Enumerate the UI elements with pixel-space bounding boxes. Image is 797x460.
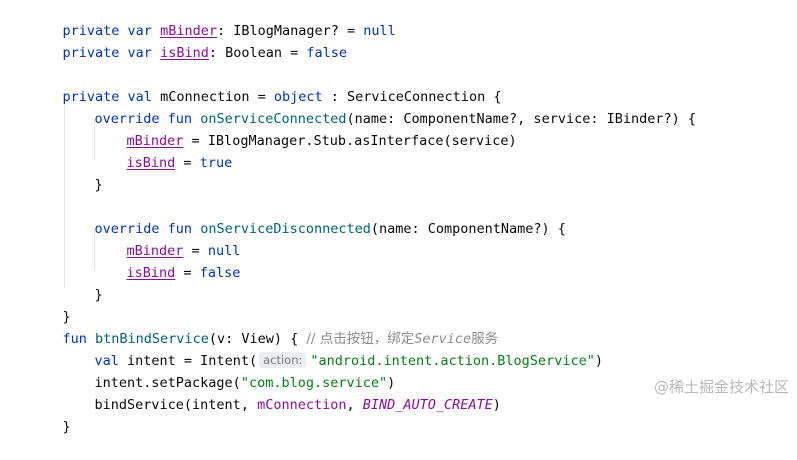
function-name: onServiceDisconnected	[200, 221, 371, 237]
property-name: mBinder	[126, 133, 184, 149]
code-line-14[interactable]: }	[30, 284, 71, 325]
function-name: btnBindService	[95, 331, 209, 347]
keyword: null	[363, 23, 396, 39]
code-text: (name: ComponentName?, service: IBinder?…	[346, 111, 697, 127]
code-line-12[interactable]: isBind = false	[94, 240, 241, 281]
keyword: true	[199, 155, 233, 171]
code-text: : ServiceConnection {	[322, 89, 502, 105]
code-text: =	[175, 155, 200, 171]
code-line-2[interactable]: private var isBind: Boolean = false	[30, 20, 348, 61]
keyword: private var	[62, 45, 161, 61]
keyword: object	[273, 89, 323, 105]
code-text: intent.setPackage(	[94, 375, 241, 391]
code-line-6[interactable]: mBinder = IBlogManager.Stub.asInterface(…	[94, 108, 517, 149]
indent-guide	[94, 120, 95, 160]
code-text: : IBlogManager? =	[216, 23, 364, 39]
closing-brace: }	[62, 419, 71, 435]
code-line-17[interactable]: intent.setPackage("com.blog.service")	[62, 350, 396, 391]
code-text: =	[175, 265, 200, 281]
code-text: mConnection =	[160, 89, 274, 105]
function-name: onServiceConnected	[200, 111, 347, 127]
property-name: mBinder	[160, 23, 217, 39]
closing-brace: }	[94, 177, 103, 193]
code-line-18[interactable]: bindService(intent, mConnection, BIND_AU…	[62, 372, 501, 413]
code-line-16[interactable]: val intent = Intent(action:"android.inte…	[62, 328, 603, 369]
indent-guide	[94, 230, 95, 270]
code-text: (name: ComponentName?) {	[370, 221, 566, 237]
keyword: false	[199, 265, 241, 281]
parameter-hint: action:	[259, 352, 307, 368]
property-name: isBind	[160, 45, 209, 61]
code-line-11[interactable]: mBinder = null	[94, 218, 241, 259]
keyword: override fun	[94, 221, 201, 237]
property-name: isBind	[126, 265, 176, 281]
keyword: private var	[62, 23, 161, 39]
code-editor[interactable]: private var mBinder: IBlogManager? = nul…	[0, 0, 797, 435]
comment: // 点击按钮，绑定	[306, 331, 415, 347]
code-line-10[interactable]: override fun onServiceDisconnected(name:…	[62, 196, 566, 237]
code-line-5[interactable]: override fun onServiceConnected(name: Co…	[62, 86, 696, 127]
keyword: false	[306, 45, 348, 61]
constant: BIND_AUTO_CREATE	[362, 397, 493, 413]
property-name: mBinder	[126, 243, 184, 259]
code-line-15[interactable]: fun btnBindService(v: View) { // 点击按钮，绑定…	[30, 306, 499, 347]
code-line-7[interactable]: isBind = true	[94, 130, 233, 171]
code-text: intent = Intent(	[127, 353, 258, 369]
indent-guide	[64, 98, 65, 288]
keyword: override fun	[94, 111, 201, 127]
code-text: bindService(intent,	[94, 397, 258, 413]
comment: Service	[414, 331, 472, 347]
comment: 服务	[471, 331, 499, 347]
property-name: isBind	[126, 155, 176, 171]
code-line-13[interactable]: }	[62, 262, 103, 303]
code-line-4[interactable]: private val mConnection = object : Servi…	[30, 64, 502, 105]
property-name: mConnection	[257, 397, 347, 413]
keyword: private val	[62, 89, 161, 105]
closing-brace: }	[62, 309, 71, 325]
code-text: (v: View) {	[208, 331, 307, 347]
code-text: )	[594, 353, 603, 369]
code-text: )	[387, 375, 396, 391]
code-text: ,	[346, 397, 363, 413]
keyword: val	[94, 353, 128, 369]
code-text: =	[183, 243, 208, 259]
code-text: = IBlogManager.Stub.asInterface(service)	[183, 133, 517, 149]
string-literal: "com.blog.service"	[240, 375, 388, 391]
code-text: : Boolean =	[208, 45, 307, 61]
keyword: null	[207, 243, 241, 259]
keyword: fun	[62, 331, 96, 347]
watermark: @稀土掘金技术社区	[653, 378, 789, 396]
closing-brace: }	[94, 287, 103, 303]
string-literal: "android.intent.action.BlogService"	[310, 353, 595, 369]
code-line-8[interactable]: }	[62, 152, 103, 193]
code-text: )	[492, 397, 501, 413]
code-line-1[interactable]: private var mBinder: IBlogManager? = nul…	[30, 0, 396, 39]
